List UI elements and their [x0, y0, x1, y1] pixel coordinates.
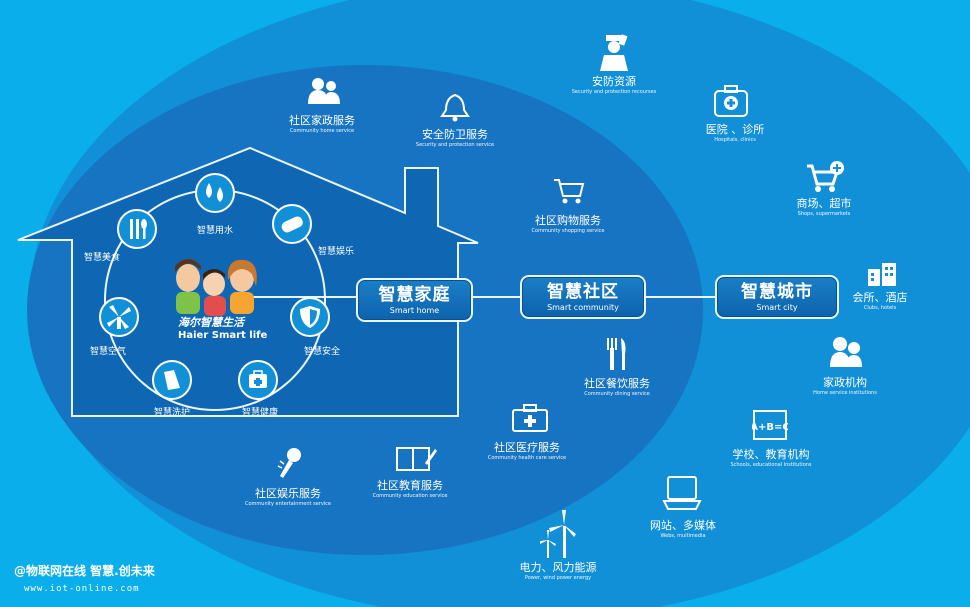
community-medical-label: 社区医疗服务 Community health care service [488, 441, 566, 462]
label-en: Power, wind power energy [524, 575, 592, 581]
label-en: Clubs, hotels [863, 305, 897, 311]
label-en: Shops, supermarkets [797, 211, 851, 217]
first-aid-case-icon [512, 404, 548, 432]
fork-knife-icon [607, 338, 626, 370]
community-entertainment-label: 社区娱乐服务 Community entertainment service [245, 487, 331, 508]
label-cn: 社区医疗服务 [494, 441, 560, 454]
home-service-food: 智慧美食 [83, 253, 121, 263]
city-webs-label: 网站、多媒体 Webs, multimedia [650, 519, 716, 540]
label-cn: 社区教育服务 [377, 479, 443, 492]
shopping-cart-icon [554, 179, 585, 204]
label-cn: 安防资源 [592, 75, 636, 88]
people-icon [308, 78, 340, 104]
city-hospitals-label: 医院 、诊所 Hospitals, clinics [706, 123, 765, 144]
label-en: Community shopping service [531, 228, 605, 234]
home-service-air: 智慧空气 [89, 347, 127, 357]
home-service-water: 智慧用水 [196, 226, 234, 236]
city-shops-label: 商场、超市 Shops, supermarkets [797, 197, 852, 218]
node-city-cn: 智慧城市 [741, 282, 813, 302]
label-cn: 安全防卫服务 [421, 128, 488, 141]
city-clubs-label: 会所、酒店 Clubs, hotels [853, 291, 908, 312]
hospital-kit-icon [714, 85, 748, 117]
book-pen-icon [396, 447, 437, 471]
label-en: Community entertainment service [244, 501, 332, 507]
home-service-entertainment: 智慧娱乐 [317, 247, 355, 257]
node-smart-city[interactable]: 智慧城市 Smart city [715, 275, 839, 319]
label-cn: 会所、酒店 [852, 291, 908, 304]
city-power-label: 电力、风力能源 Power, wind power energy [520, 561, 597, 582]
home-service-laundry: 智慧洗护 [153, 408, 191, 418]
node-community-cn: 智慧社区 [547, 282, 619, 302]
gamepad-icon [272, 204, 312, 244]
domestic-workers-icon [830, 337, 862, 367]
laptop-icon [662, 476, 702, 510]
label-cn: 医院 、诊所 [705, 123, 765, 136]
haier-brand-cn: 海尔智慧生活 [178, 316, 244, 329]
node-smart-community[interactable]: 智慧社区 Smart community [520, 275, 646, 319]
label-cn: 社区餐饮服务 [584, 377, 650, 390]
wind-turbine-icon [540, 510, 576, 558]
label-cn: 网站、多媒体 [650, 519, 716, 532]
label-cn: 商场、超市 [796, 197, 852, 210]
node-home-cn: 智慧家庭 [378, 285, 451, 305]
label-en: Community education service [372, 493, 448, 499]
label-cn: 学校、教育机构 [732, 448, 810, 461]
home-service-health: 智慧健康 [241, 408, 279, 418]
bell-icon [440, 93, 470, 122]
home-service-safety: 智慧安全 [303, 347, 341, 357]
windmill-air-icon [99, 297, 139, 337]
label-cn: 社区购物服务 [534, 214, 601, 227]
haier-brand-en: Haier Smart life [178, 330, 268, 341]
label-cn: 社区家政服务 [289, 114, 355, 127]
haier-logo: 海尔智慧生活 Haier Smart life [178, 314, 267, 341]
label-en: Home service institutions [813, 390, 877, 396]
watermark-url: www.iot-online.com [24, 584, 140, 594]
watermark-slogan: @物联网在线 智慧.创未来 [14, 564, 155, 578]
city-schools-label: 学校、教育机构 Schools, educational institution… [730, 448, 811, 469]
cutlery-icon [117, 209, 157, 249]
microphone-icon [277, 448, 301, 478]
label-cn: 家政机构 [823, 376, 867, 389]
community-education-label: 社区教育服务 Community education service [373, 479, 448, 500]
label-cn: 电力、风力能源 [519, 561, 597, 574]
abc-board-icon: A+B=C [752, 410, 788, 440]
node-smart-home[interactable]: 智慧家庭 Smart home [356, 278, 473, 322]
label-en: Community home service [289, 128, 355, 134]
label-en: Hospitals, clinics [714, 137, 756, 143]
water-drops-icon [195, 173, 235, 213]
label-en: Security and protection service [415, 142, 495, 148]
community-dining-label: 社区餐饮服务 Community dining service [584, 377, 650, 398]
label-en: Community dining service [584, 391, 650, 397]
security-guard-icon [600, 34, 628, 71]
community-housekeeping-label: 社区家政服务 Community home service [289, 114, 355, 135]
svg-text:A+B=C: A+B=C [752, 422, 788, 433]
laundry-icon [152, 360, 192, 400]
label-en: Community health care service [487, 455, 567, 461]
family-illustration-icon [175, 259, 257, 316]
label-cn: 社区娱乐服务 [255, 487, 321, 500]
node-home-en: Smart home [389, 306, 440, 315]
buildings-icon [868, 263, 896, 286]
city-domestic-label: 家政机构 Home service institutions [813, 376, 877, 397]
label-en: Webs, multimedia [660, 533, 706, 539]
community-security-label: 安全防卫服务 Security and protection service [416, 128, 494, 149]
node-city-en: Smart city [756, 303, 798, 312]
shield-icon [290, 297, 330, 337]
label-en: Security and protection recourses [571, 89, 657, 95]
community-shopping-label: 社区购物服务 Community shopping service [532, 214, 605, 235]
city-security-resources-label: 安防资源 Security and protection recourses [572, 75, 657, 96]
label-en: Schools, educational institutions [730, 462, 812, 468]
medical-kit-icon [238, 360, 278, 400]
node-community-en: Smart community [547, 303, 619, 312]
cart-plus-icon [807, 161, 844, 192]
